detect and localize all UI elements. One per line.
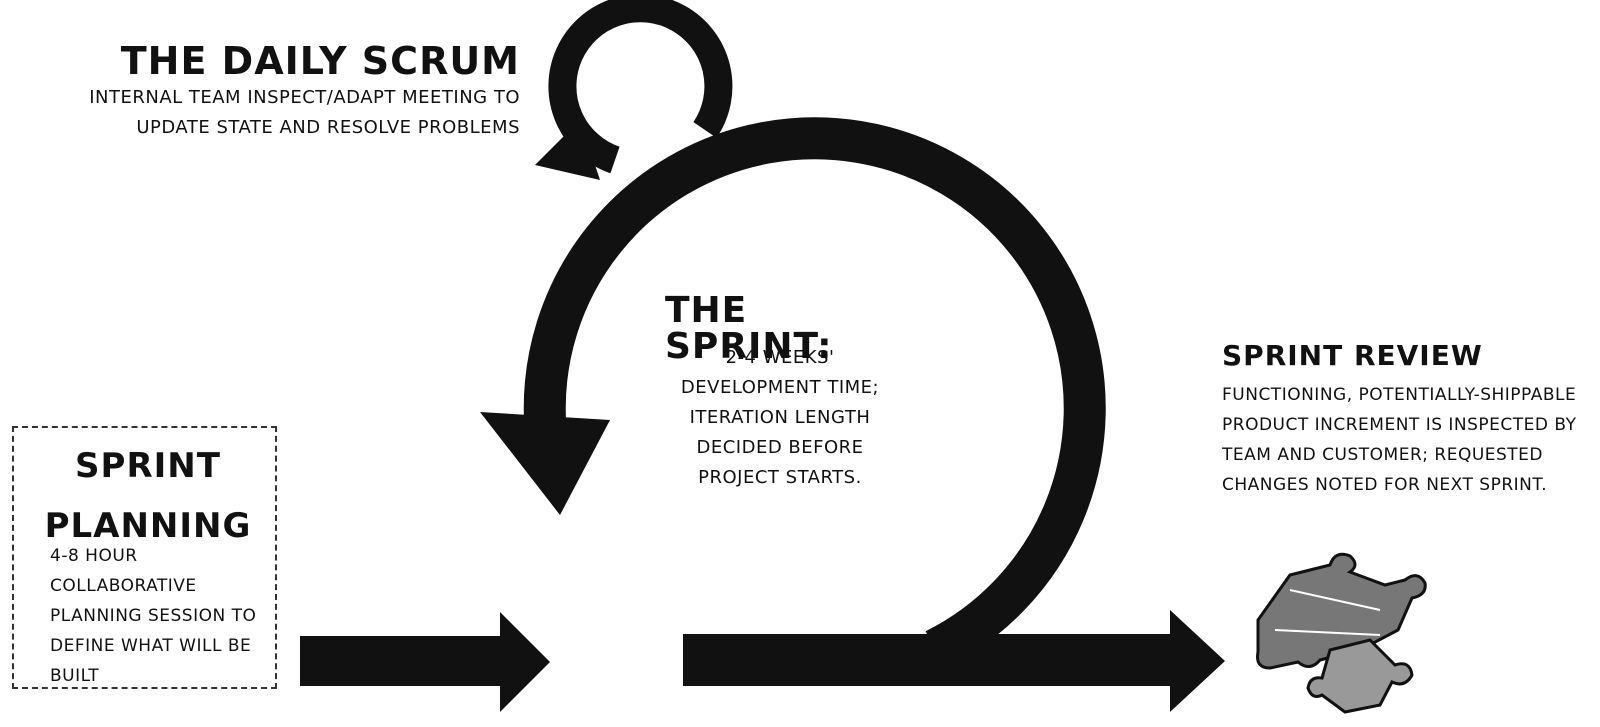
sprint-title: The Sprint: [665,290,833,367]
sprint-planning-box [12,426,277,689]
input-arrow [300,612,550,712]
sprint-planning-description: 4-8 hour collaborative planning session … [50,546,257,686]
puzzle-pieces-icon [1256,552,1427,714]
sprint-review-title: Sprint Review [1222,339,1483,372]
sprint-planning-title: Sprint Planning [44,446,252,546]
daily-scrum-loop [535,0,733,180]
sprint-cycle [480,117,1106,669]
output-arrow [683,610,1225,712]
daily-scrum-title: The Daily Scrum [120,39,520,83]
sprint-review-description: Functioning, potentially-shippable produ… [1222,385,1577,495]
daily-scrum-description: Internal team inspect/adapt meeting to u… [89,87,520,138]
sprint-description: 2-4 weeks' development time; iteration l… [680,347,880,488]
